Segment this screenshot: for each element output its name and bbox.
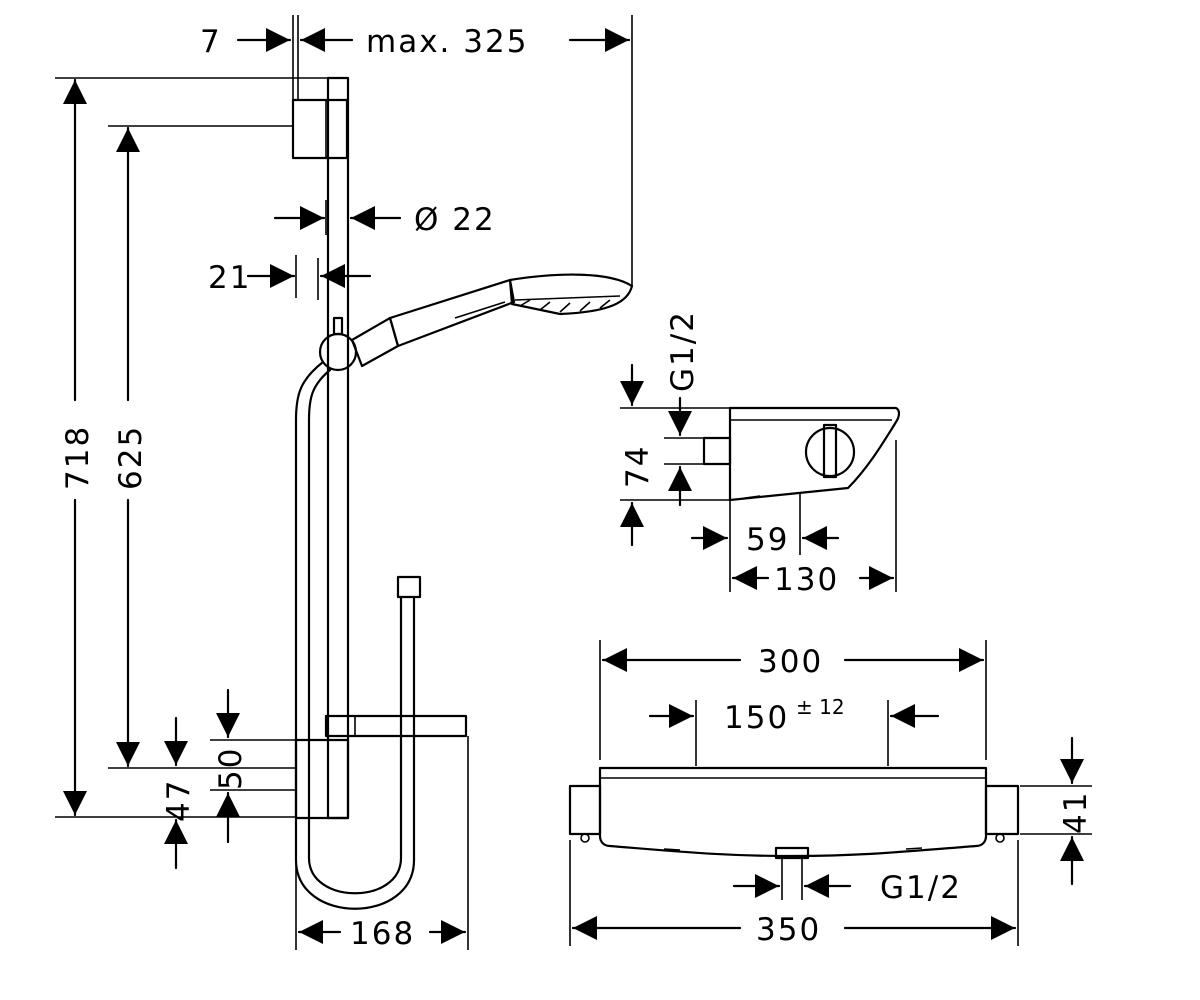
dim-718-label: 718 bbox=[60, 425, 96, 490]
thermostat-front-outlet bbox=[774, 846, 810, 860]
thermostat-front-right-knob bbox=[984, 784, 1020, 836]
thermostat-side-inlet bbox=[702, 436, 732, 466]
wall-rail bbox=[326, 76, 350, 820]
dim-7-label: 7 bbox=[200, 24, 222, 60]
dim-74-label: 74 bbox=[620, 445, 656, 488]
dim-g12-top-label: G1/2 bbox=[665, 310, 701, 392]
dim-350-label: 350 bbox=[756, 912, 821, 948]
hand-shower-handle bbox=[388, 278, 516, 348]
thermostat-front-body bbox=[598, 766, 988, 858]
thermostat-front-left-knob bbox=[568, 784, 602, 836]
dim-150-label: 150 bbox=[724, 700, 789, 736]
dim-625-label: 625 bbox=[113, 425, 149, 490]
dim-150-tolerance: ± 12 bbox=[796, 695, 845, 719]
top-wall-bracket bbox=[291, 98, 349, 160]
shower-rail-assembly bbox=[291, 76, 634, 910]
rail-dimensions: 7 max. 325 Ø 22 21 718 625 50 47 bbox=[55, 15, 633, 952]
hose-connector bbox=[396, 575, 422, 599]
thermostat-front-view: 300 150 ± 12 41 G1/2 350 bbox=[568, 640, 1094, 948]
dim-47-label: 47 bbox=[161, 779, 197, 822]
dim-21-label: 21 bbox=[208, 260, 251, 296]
dim-325-label: max. 325 bbox=[366, 24, 528, 60]
dim-300-label: 300 bbox=[758, 644, 823, 680]
thermostat-side-knob-grip bbox=[822, 423, 838, 479]
dim-59-label: 59 bbox=[746, 522, 789, 558]
thermostat-side-body bbox=[728, 406, 901, 502]
thermostat-side-view: 74 G1/2 59 130 bbox=[620, 310, 901, 598]
dim-168-label: 168 bbox=[350, 916, 415, 952]
dim-g12-bottom-label: G1/2 bbox=[880, 870, 962, 906]
thermostat-side-knob bbox=[804, 426, 856, 478]
slider-pin bbox=[332, 316, 344, 336]
dim-50-label: 50 bbox=[213, 747, 249, 790]
dim-130-label: 130 bbox=[774, 562, 839, 598]
bottom-wall-bracket bbox=[294, 738, 350, 820]
dim-41-label: 41 bbox=[1058, 791, 1094, 834]
shelf bbox=[324, 714, 468, 738]
shower-hose bbox=[294, 360, 416, 910]
hand-shower-head bbox=[508, 273, 634, 316]
slider-knob bbox=[318, 332, 358, 372]
dim-22-label: Ø 22 bbox=[414, 202, 496, 238]
